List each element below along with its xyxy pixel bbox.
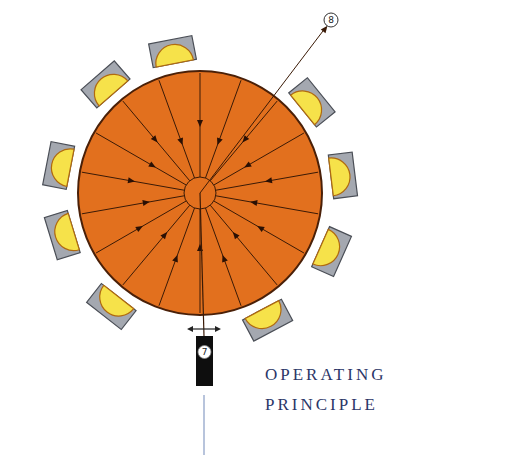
lamp-housing [289,78,335,127]
lamp-reflector [153,41,194,67]
lamp-housing [81,61,130,108]
lamp-reflector [313,229,346,271]
ray-line [159,208,195,306]
lamp-reflector [87,67,128,106]
lamp-housing [243,299,293,341]
ray-line [210,205,277,285]
base-line [203,395,205,455]
lamp-unit [328,152,357,199]
lamp-reflector [92,285,134,323]
lamp-housing [44,211,80,260]
lamp-unit [289,78,335,127]
ray-line [123,205,190,285]
ray-line [82,196,184,214]
ray-line [205,208,241,306]
ray-line [123,101,190,181]
lamp-unit [81,61,130,108]
lamp-housing [87,283,136,329]
lamp-unit [312,227,352,277]
lamp-unit [149,36,197,68]
callout-circle [324,13,338,27]
lamp-housing [149,36,197,68]
ray-arrowhead [256,223,265,232]
lamp-housing [43,142,75,190]
ray-arrowhead [264,177,272,184]
ray-arrowhead [172,254,180,263]
shaft-line [200,193,204,336]
diagram-title: OPERATING PRINCIPLE [265,360,450,420]
ray-line [205,80,241,178]
ray-arrowhead [135,223,144,232]
ray-arrowhead [243,161,252,170]
lamp-unit [44,211,80,260]
ray-arrowhead [215,137,223,146]
lamp-unit [43,142,75,190]
ray-line [159,80,195,178]
callout-circle [198,346,211,359]
ray-arrowhead [142,199,150,206]
ray-arrowhead [160,230,169,239]
lamp-reflector [50,213,79,255]
motion-arrowheads [187,326,221,332]
actuator-block [196,336,213,386]
lamp-reflector [291,83,330,124]
ray-arrowhead [197,120,203,127]
ray-line [216,172,318,190]
ray-arrowhead [240,135,249,144]
lamp-housing [328,152,357,199]
lamp-housing [312,227,352,277]
callout-number: 7 [199,346,211,358]
lamp-ring [43,36,358,341]
lamp-unit [87,283,136,329]
motion-arrow [189,328,219,329]
ray-arrowhead [220,254,228,263]
lamp-reflector [245,301,287,336]
ray-line [214,201,304,253]
ray-arrowhead [230,230,239,239]
ray-arrowhead [177,137,185,146]
leader-line [200,27,326,193]
callout-number: 8 [325,14,337,26]
ray-arrowhead [148,161,157,170]
ray-arrowhead [151,135,160,144]
lamp-unit [243,299,293,341]
lamp-reflector [48,146,74,187]
ray-line [210,101,277,181]
ray-line [96,133,186,185]
ray-arrowhead [128,177,136,184]
ray-arrowhead [250,199,258,206]
lamp-reflector [329,156,352,196]
